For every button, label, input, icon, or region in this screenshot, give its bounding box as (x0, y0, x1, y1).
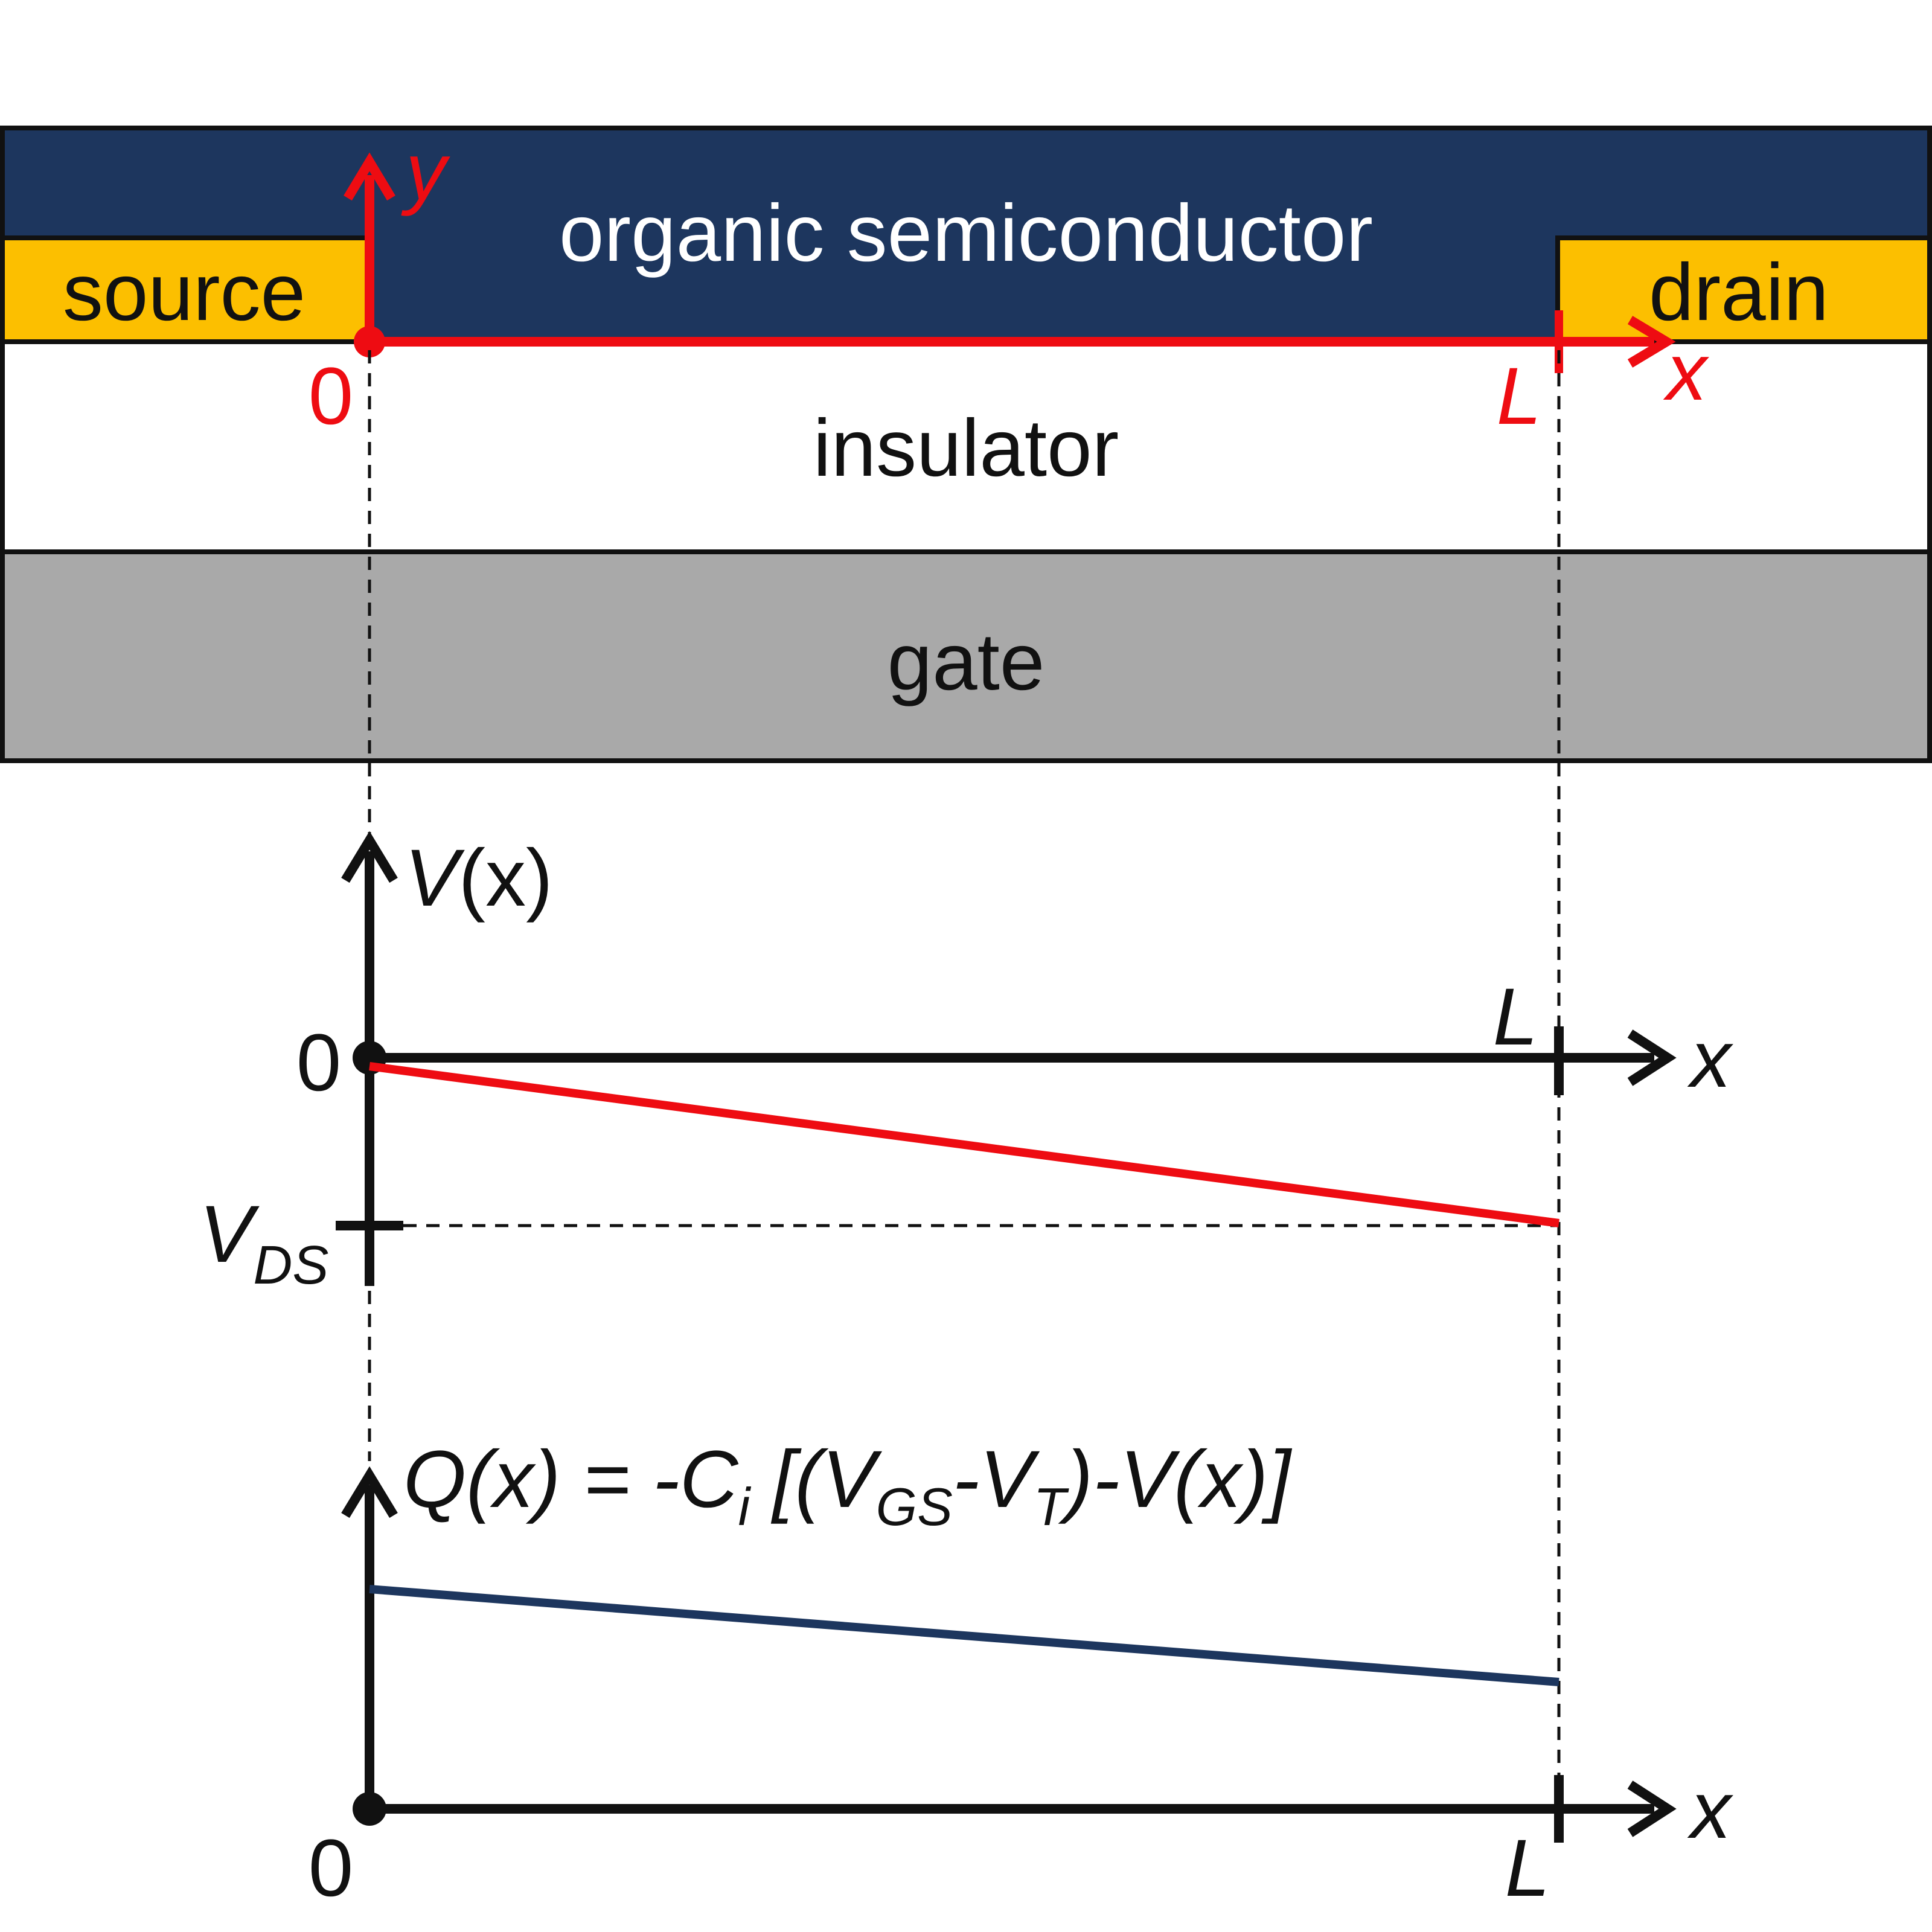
charge-line (369, 1585, 1559, 1686)
voltage-line (369, 1062, 1559, 1227)
semiconductor-label: organic semiconductor (559, 188, 1373, 278)
gate-layer (0, 549, 1932, 763)
device-y-label: y (401, 127, 450, 217)
charge-y-arrowhead (341, 1466, 398, 1518)
drain-electrode (1555, 235, 1932, 344)
vds-label: VDS (199, 1189, 328, 1296)
potential-x-label: x (1687, 1014, 1733, 1104)
insulator-layer (0, 339, 1932, 554)
charge-x-arrowhead (1627, 1780, 1677, 1837)
potential-x-arrowhead (1627, 1029, 1677, 1086)
source-label: source (63, 248, 305, 337)
potential-length-label: L (1493, 972, 1538, 1062)
charge-origin-label: 0 (309, 1823, 354, 1913)
potential-origin-label: 0 (296, 1018, 342, 1108)
device-origin-dot (354, 326, 385, 357)
device-origin-label: 0 (309, 351, 354, 441)
charge-origin-dot (353, 1792, 386, 1826)
potential-y-arrowhead (341, 831, 398, 883)
device-length-label: L (1497, 351, 1542, 441)
charge-length-label: L (1505, 1823, 1550, 1913)
device-x-arrowhead (1627, 316, 1676, 368)
device-x-label: x (1663, 327, 1709, 417)
charge-equation: Q(x) = -Ci [(VGS-VT)-V(x)] (403, 1435, 1292, 1537)
device-y-arrowhead (344, 152, 395, 201)
gate-label: gate (888, 617, 1045, 707)
drain-label: drain (1649, 248, 1829, 337)
charge-x-label: x (1687, 1765, 1733, 1855)
potential-y-label: V(x) (405, 833, 553, 923)
insulator-label: insulator (813, 403, 1119, 493)
